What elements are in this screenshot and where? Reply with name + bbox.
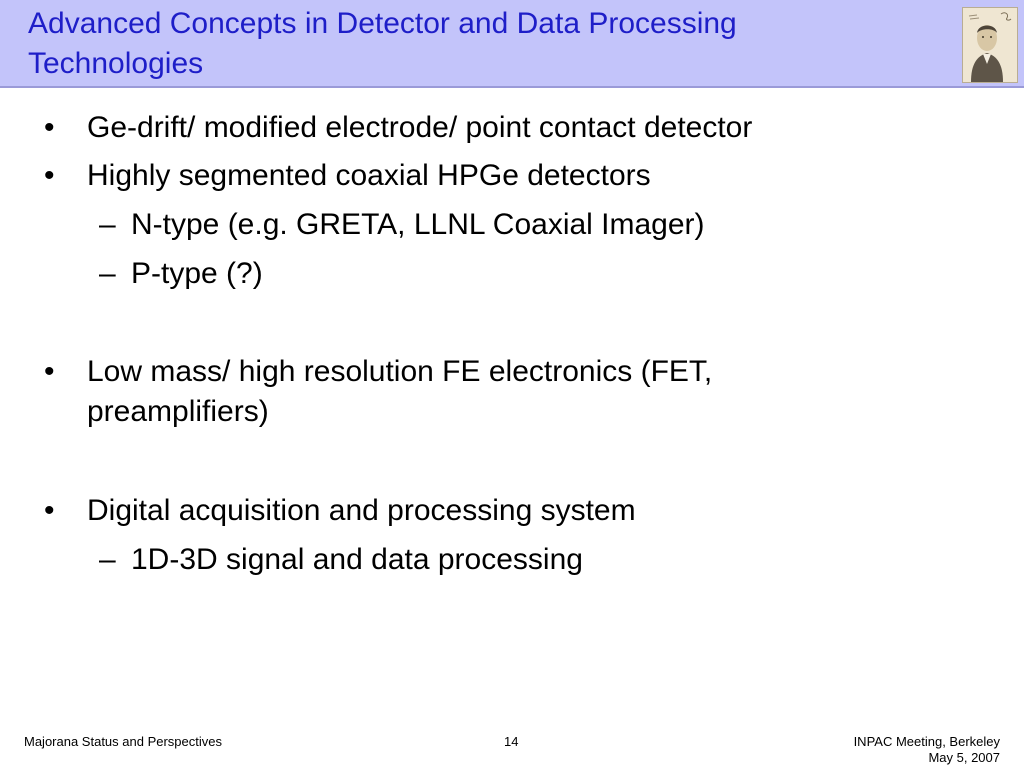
slide-title: Advanced Concepts in Detector and Data P… [28,7,737,80]
title-bar: Advanced Concepts in Detector and Data P… [0,0,1024,88]
sub-bullet-marker: – [99,543,116,576]
bullet-text: Low mass/ high resolution FE electronics… [87,355,713,428]
bullet-marker: • [44,111,55,144]
sub-bullet-marker: – [99,208,116,241]
footer-right-text: INPAC Meeting, Berkeley May 5, 2007 [854,734,1000,766]
sub-bullet-text: 1D-3D signal and data processing [131,543,583,576]
sub-bullet-text: N-type (e.g. GRETA, LLNL Coaxial Imager) [131,208,705,241]
portrait-svg [963,8,1017,82]
bullet-marker: • [44,494,55,527]
bullet-marker: • [44,355,55,388]
slide-number: 14 [504,734,519,749]
bullet-text: Digital acquisition and processing syste… [87,494,636,527]
sub-bullet-marker: – [99,257,116,290]
footer-right-line2: May 5, 2007 [928,750,1000,765]
bullet-marker: • [44,159,55,192]
sub-bullet-text: P-type (?) [131,257,263,290]
bullet-text: Highly segmented coaxial HPGe detectors [87,159,651,192]
portrait-photo-icon [962,7,1018,83]
footer-left-text: Majorana Status and Perspectives [24,734,222,749]
bullet-text: Ge-drift/ modified electrode/ point cont… [87,111,753,144]
footer-right-line1: INPAC Meeting, Berkeley [853,734,1000,749]
